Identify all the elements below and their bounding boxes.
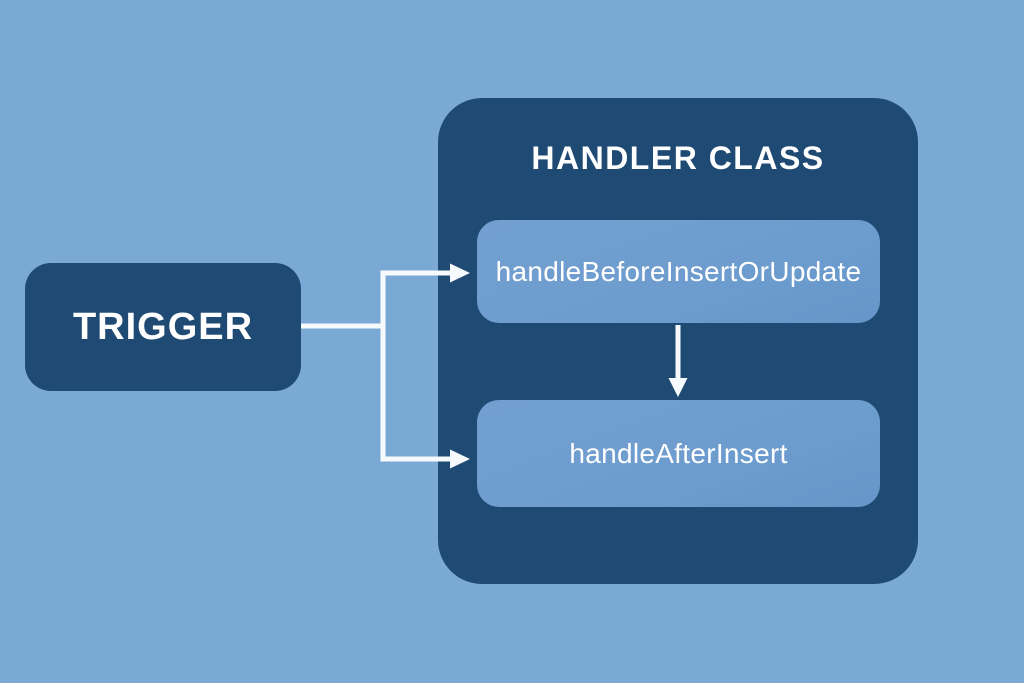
method-label: handleBeforeInsertOrUpdate (495, 255, 862, 287)
handler-class-panel: HANDLER CLASS handleBeforeInsertOrUpdate… (438, 98, 918, 584)
handler-class-title: HANDLER CLASS (531, 140, 825, 176)
trigger-node: TRIGGER (25, 263, 301, 391)
method-node-handle-before-insert-or-update: handleBeforeInsertOrUpdate (477, 220, 880, 323)
method-label: handleAfterInsert (569, 437, 788, 469)
trigger-label: TRIGGER (72, 305, 254, 348)
method-node-handle-after-insert: handleAfterInsert (477, 400, 880, 507)
